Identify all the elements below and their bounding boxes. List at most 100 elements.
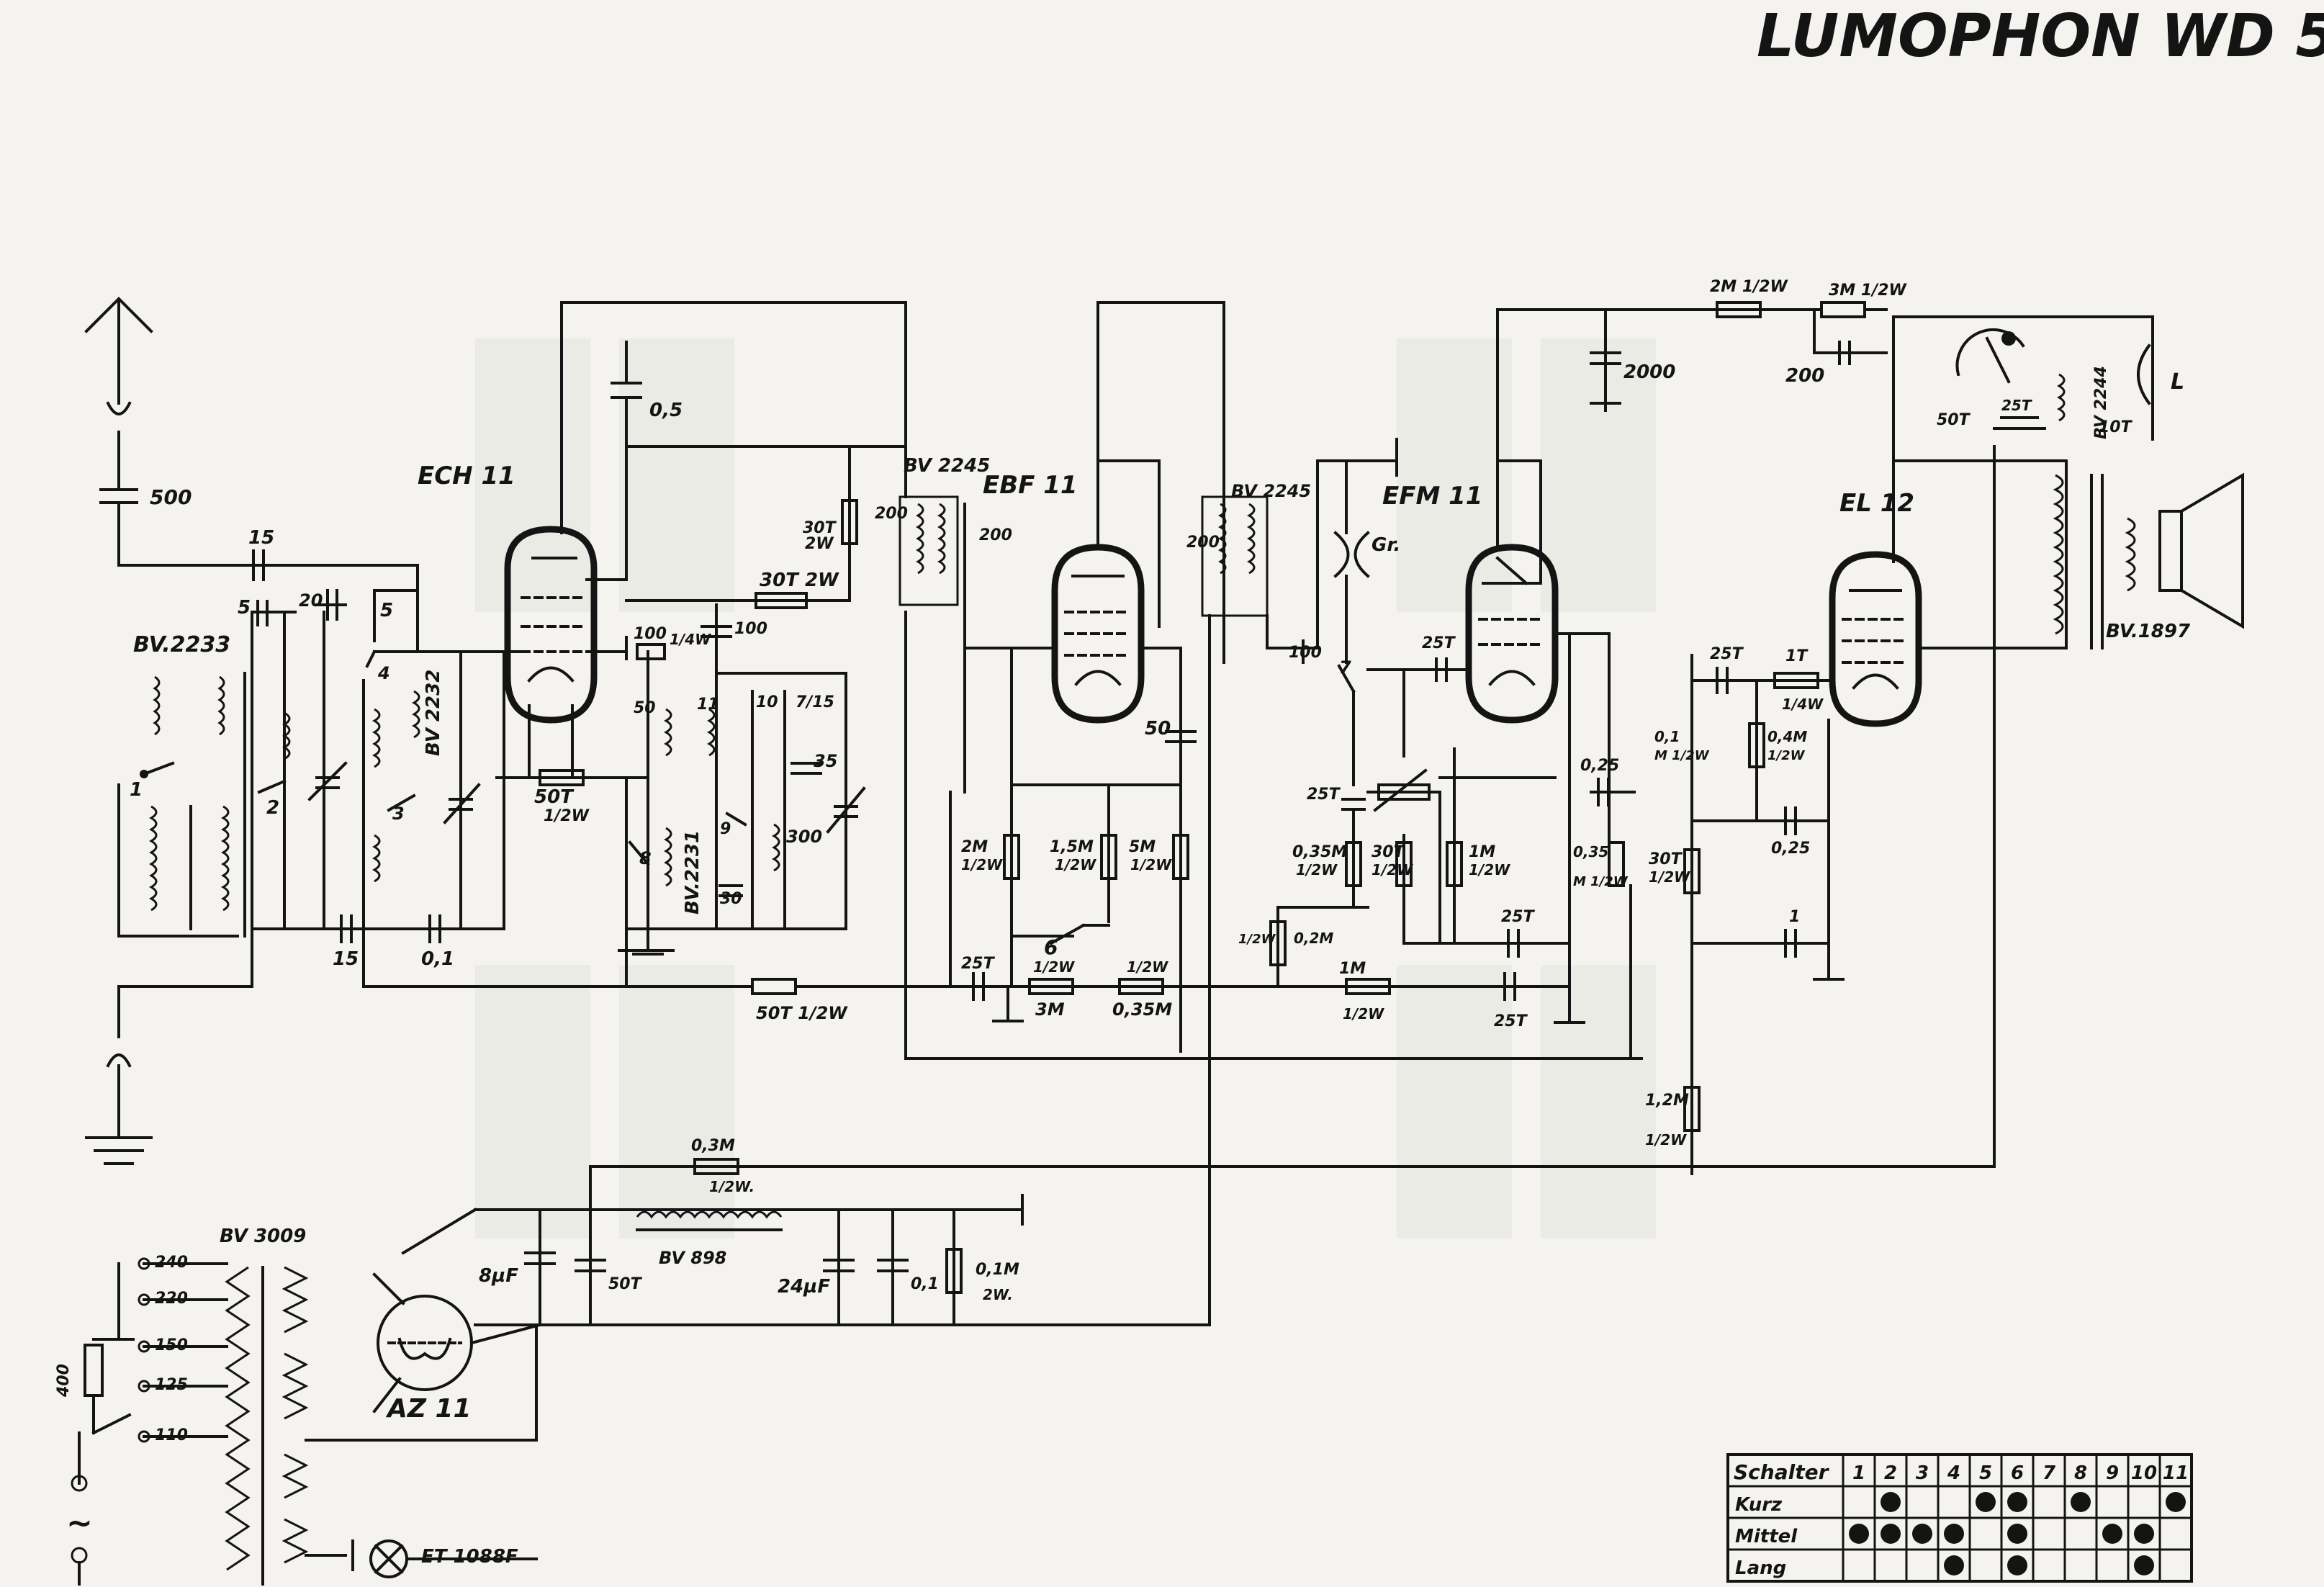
switch-column-1: 1 [1852,1462,1865,1484]
switch-6-label: 6 [1044,935,1058,959]
coil-et1088f-label: ET 1088F [421,1546,518,1568]
switch-5b-label: 5 [380,600,393,621]
switch-1-label: 1 [130,779,143,801]
r035m-c-label: 0,35 [1573,843,1608,860]
gr-label: Gr. [1372,534,1400,556]
r01m-b-label: 0,1M [976,1261,1019,1279]
r50t-w-label: 1/2W [544,807,590,825]
c30-label: 30 [720,890,742,908]
c025b-label: 0,25 [1771,840,1810,858]
c25td-label: 25T [1501,908,1536,926]
r01m-bw-label: 2W. [983,1286,1013,1303]
r1m-bw-label: 1/2W [1343,1005,1384,1022]
r035m-bw-label: 1/2W [1296,861,1338,878]
switch-column-11: 11 [2163,1462,2189,1484]
r3m-label: 3M [1035,999,1065,1020]
mains-symbol: ~ [66,1505,93,1542]
r1m-w-label: 1/2W [1469,861,1510,878]
c300-label: 300 [786,827,822,847]
c25tb-label: 25T [1307,786,1341,804]
r30t-bw-label: 1/2W [1372,861,1413,878]
r3m-b-label: 3M 1/2W [1829,282,1908,300]
switch-on-dot [1881,1524,1901,1544]
r03m-w-label: 1/2W. [709,1178,755,1195]
switch-on-dot [2007,1492,2027,1512]
r15m-w-label: 1/2W [1055,856,1096,873]
el12-label: EL 12 [1839,489,1914,518]
c05-label: 0,5 [649,400,683,421]
r12m-label: 1,2M [1645,1092,1689,1110]
c200d-label: 200 [1785,365,1824,387]
c1-label: 1 [1789,908,1800,926]
switch-column-4: 4 [1947,1462,1960,1484]
c25tf-label: 25T [2001,397,2032,414]
r1m-label: 1M [1469,843,1495,861]
coil-bv2231-label: BV.2231 [682,830,703,914]
switch-9-label: 9 [720,820,731,838]
r30t-label: 30T [803,519,837,537]
switch-on-dot [2102,1524,2122,1544]
ebf11-label: EBF 11 [983,471,1078,500]
switch-on-dot [2134,1524,2154,1544]
r15m-label: 1,5M [1050,838,1094,856]
r035m-cw-label: M 1/2W [1573,874,1629,889]
switch-column-3: 3 [1916,1462,1929,1484]
switch-11-label: 11 [697,696,719,714]
c200c-label: 200 [1186,534,1220,552]
c25tc-label: 25T [1422,634,1456,652]
c25tg-label: 25T [1710,645,1744,663]
az11-label: AZ 11 [385,1394,472,1424]
switch-on-dot [1944,1524,1964,1544]
coil-bv2232-label: BV 2232 [423,670,444,756]
switch-on-dot [1944,1555,1964,1575]
r04m-label: 0,4M [1767,728,1807,745]
r035m-b-label: 0,35M [1292,843,1347,861]
switch-on-dot [2166,1492,2186,1512]
coil-bv2245b-label: BV 2245 [1231,481,1311,501]
c100a-label: 100 [734,620,767,638]
r01m-w-label: M 1/2W [1654,748,1710,763]
watermark [475,338,1656,1238]
r2w-label: 2W [805,535,834,553]
lo-coils: BV.2231 50 8 100 11 9 10 7/15 35 300 30 [618,603,866,956]
efm11-section: BV 2245 200 100 Gr. 7 25T 0,35M 1/2W 0,2… [1186,308,1708,1168]
c15b-label: 15 [333,948,359,970]
c8uf-label: 8µF [479,1265,518,1287]
r1m-b-label: 1M [1339,960,1366,978]
r03m-label: 0,3M [691,1137,735,1155]
switch-on-dot [2134,1555,2154,1575]
r2m-b-label: 2M 1/2W [1710,278,1789,296]
r30t2w-label: 30T 2W [760,570,839,591]
switch-column-10: 10 [2131,1462,2157,1484]
r100-label: 100 [634,625,667,643]
r04m-w-label: 1/2W [1767,748,1806,763]
switch-column-9: 9 [2106,1462,2119,1484]
switch-on-dot [2071,1492,2091,1512]
l-label: L [2171,369,2184,395]
c25te-label: 25T [1494,1012,1528,1030]
coil-bv2244-label: BV 2244 [2092,366,2110,439]
switch-column-6: 6 [2011,1462,2024,1484]
c50-label: 50 [634,699,656,717]
switch-7a-label: 7 [1339,657,1351,678]
r12m-w-label: 1/2W [1645,1131,1687,1148]
oscillator-section: 5 4 BV 2232 3 0,1 [362,564,754,988]
switch-column-5: 5 [1979,1462,1992,1484]
switch-3-label: 3 [392,804,405,824]
switch-on-dot [1881,1492,1901,1512]
r30t-b-label: 30T [1372,843,1406,861]
coil-bv2245-label: BV 2245 [904,455,990,477]
c200a-label: 200 [875,505,908,523]
r2m-label: 2M [961,838,988,856]
c2000-label: 2000 [1623,361,1675,383]
switch-on-dot [1976,1492,1996,1512]
antenna-section: 500 15 [84,297,419,1165]
switch-row-name: Kurz [1735,1494,1783,1516]
r02m-label: 0,2M [1294,930,1333,947]
switch-on-dot [1912,1524,1932,1544]
r3m-w-label: 1/2W [1033,958,1075,976]
r2m-w-label: 1/2W [961,856,1003,873]
power-supply: 0,3M 1/2W. BV 898 8µF 50T 24µF 0,1 0,1M … [55,1137,1211,1586]
c50t-label: 50T [1937,411,1971,429]
